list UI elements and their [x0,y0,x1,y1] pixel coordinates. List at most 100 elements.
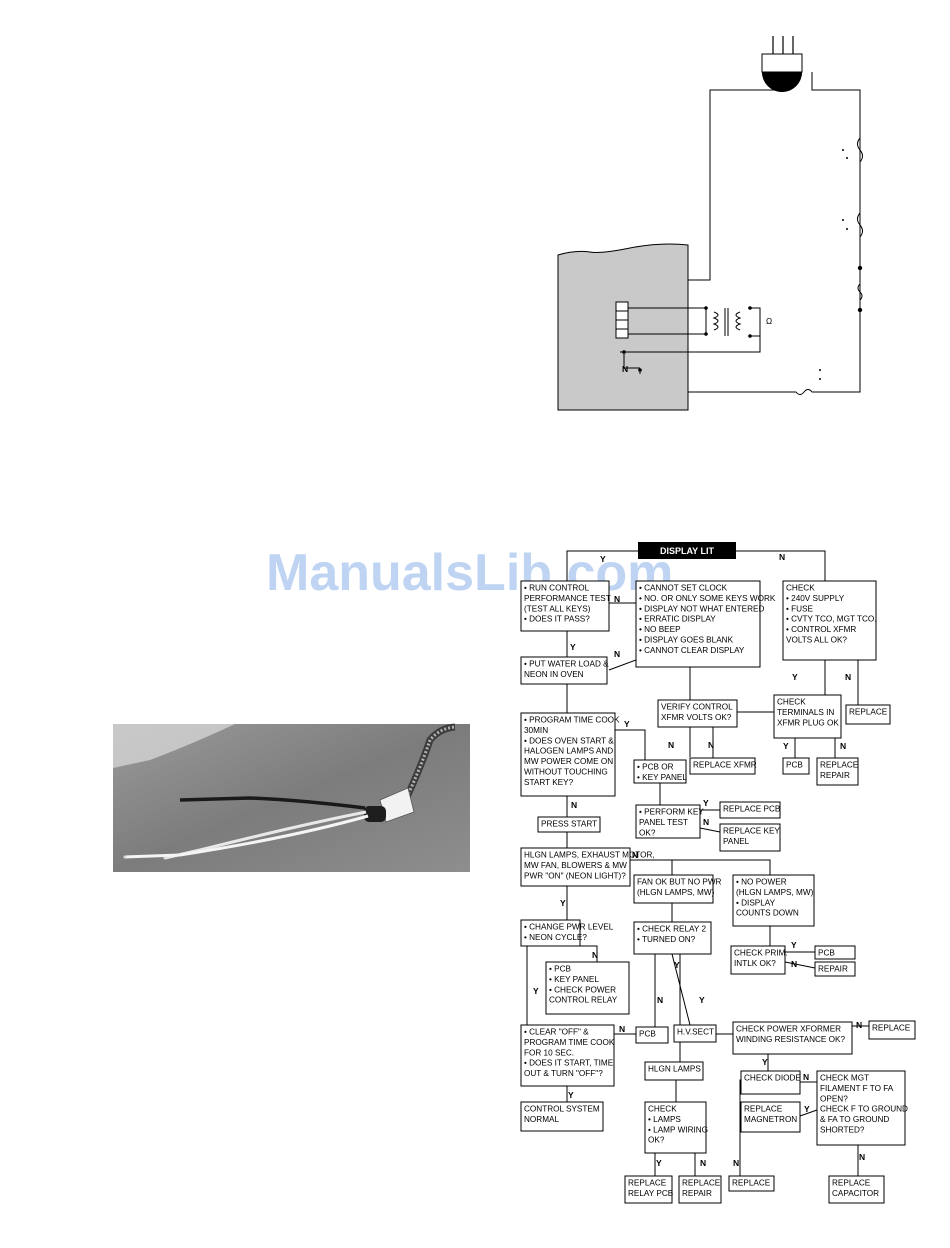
flowchart-box-text: PCB [639,1030,656,1039]
flowchart-box-text: • TURNED ON? [637,935,696,944]
flowchart-box-text: OPEN? [820,1094,848,1103]
label-n: N [803,1072,809,1082]
flowchart-box-text: MW POWER COME ON [524,757,613,766]
flowchart-box-text: (TEST ALL KEYS) [524,604,591,613]
label-n: N [703,817,709,827]
flowchart-box-replace-xfmr: REPLACE XFMR [690,758,757,774]
flowchart-box-text: • CONTROL XFMR [786,625,856,634]
flowchart-box-text: • DOES IT PASS? [524,615,590,624]
flowchart-box-text: • LAMPS [648,1115,681,1124]
flowchart-box-text: CHECK DIODE [744,1074,801,1083]
flowchart-box-text: (HLGN LAMPS, MW) [736,888,814,897]
label-y: Y [804,1104,810,1114]
label-y: Y [762,1057,768,1067]
label-y: Y [560,898,566,908]
flowchart-box-text: • CANNOT SET CLOCK [639,584,728,593]
flowchart-box-pcb-or-key: • PCB OR• KEY PANEL [634,760,687,783]
junction-dot [858,266,862,270]
flowchart-box-text: PRESS START [541,820,597,829]
flowchart-box-text: • CHANGE PWR LEVEL [524,923,614,932]
flowchart-box-text: • DOES OVEN START & [524,736,614,745]
flowchart-box-text: H.V.SECT [677,1028,714,1037]
flowchart-box-hv-sect: H.V.SECT [674,1025,716,1042]
flowchart-box-text: REPLACE XFMR [693,761,757,770]
flowchart-box-text: MAGNETRON [744,1115,797,1124]
flowchart-box-text: CHECK [777,698,806,707]
flowchart-box-text: REPLACE PCB [723,805,781,814]
flowchart-box-text: • DISPLAY [736,898,776,907]
label-n: N [668,740,674,750]
flowchart-box-text: • NO POWER [736,878,787,887]
label-y: Y [570,642,576,652]
label-y: Y [703,798,709,808]
flowchart-box-text: NEON IN OVEN [524,670,584,679]
flowchart-box-text: WITHOUT TOUCHING [524,768,608,777]
flowchart-box-text: & FA TO GROUND [820,1115,889,1124]
contact-dots [819,149,848,380]
flowchart-box-text: FOR 10 SEC. [524,1048,574,1057]
flowchart-box-text: • DISPLAY NOT WHAT ENTERED [639,604,764,613]
display-lit-label: DISPLAY LIT [660,546,715,556]
flowchart-box-text: CONTROL SYSTEM [524,1105,600,1114]
wiring-schematic: Ω N [558,36,863,410]
label-y: Y [600,554,606,564]
flowchart-box-text: RELAY PCB [628,1189,674,1198]
flowchart-box-text: WINDING RESISTANCE OK? [736,1035,845,1044]
flowchart-box-text: • DOES IT START, TIME [524,1059,614,1068]
flowchart-box-text: PROGRAM TIME COOK [524,1038,615,1047]
flowchart-box-text: CAPACITOR [832,1189,879,1198]
flowchart-box-text: REPLACE KEY [723,827,780,836]
flowchart-box-text: REPLACE [849,708,888,717]
flowchart-box-text: REPAIR [820,771,850,780]
label-y: Y [533,986,539,996]
watermark: ManualsLib.com [266,544,673,602]
flowchart-box-check-supply: CHECK• 240V SUPPLY• FUSE • CVTY TCO, MGT … [783,581,877,660]
flowchart-box-text: • ERRATIC DISPLAY [639,615,716,624]
flowchart-box-pcb-c: PCB [636,1027,668,1043]
neutral-label: N [622,364,628,374]
flowchart-box-text: • PUT WATER LOAD & [524,660,609,669]
label-n: N [614,649,620,659]
flowchart-box-replace-repair-a: REPLACEREPAIR [817,758,859,785]
flowchart-box-text: CHECK [786,584,815,593]
flowchart-box-text: SHORTED? [820,1126,865,1135]
flowchart-box-text: VERIFY CONTROL [661,703,733,712]
label-n: N [733,1158,739,1168]
label-n: N [859,1152,865,1162]
flowchart-box-cannot-set: • CANNOT SET CLOCK• NO. OR ONLY SOME KEY… [636,581,776,667]
flowchart-box-text: VOLTS ALL OK? [786,636,847,645]
flowchart-box-text: • KEY PANEL [637,773,687,782]
flowchart-box-check-relay: • CHECK RELAY 2• TURNED ON? [634,922,711,954]
label-n: N [657,995,663,1005]
flowchart-box-text: • NEON CYCLE? [524,933,587,942]
label-y: Y [624,719,630,729]
flowchart-box-repair-b: REPAIR [815,962,855,976]
label-y: Y [783,741,789,751]
flowchart-box-check-diode: CHECK DIODE [741,1071,801,1094]
flowchart-box-text: • 240V SUPPLY [786,594,845,603]
flowchart-box-text: CHECK MGT [820,1074,869,1083]
flowchart-box-water-load: • PUT WATER LOAD &NEON IN OVEN [521,657,609,684]
label-y: Y [699,995,705,1005]
flowchart-box-text: • CVTY TCO, MGT TCO. [786,615,877,624]
flowchart-box-text: • FUSE [786,604,814,613]
flowchart-box-text: CHECK PRIM. [734,949,788,958]
flowchart-box-replace-b: REPLACE [869,1021,915,1039]
flowchart-box-text: PCB [818,949,835,958]
flowchart-box-text: REPAIR [682,1189,712,1198]
flowchart-box-text: • NO. OR ONLY SOME KEYS WORK [639,594,776,603]
flowchart-box-text: REPLACE [744,1105,783,1114]
flowchart-box-replace-a: REPLACE [846,705,890,724]
flowchart-box-text: CONTROL RELAY [549,996,618,1005]
flowchart-box-text: • PCB [549,965,572,974]
flowchart-box-text: PANEL TEST [639,818,688,827]
flowchart-box-text: XFMR PLUG OK [777,718,839,727]
label-n: N [840,741,846,751]
flowchart-box-pcb-a: PCB [783,758,809,774]
flowchart-box-text: 30MIN [524,726,548,735]
